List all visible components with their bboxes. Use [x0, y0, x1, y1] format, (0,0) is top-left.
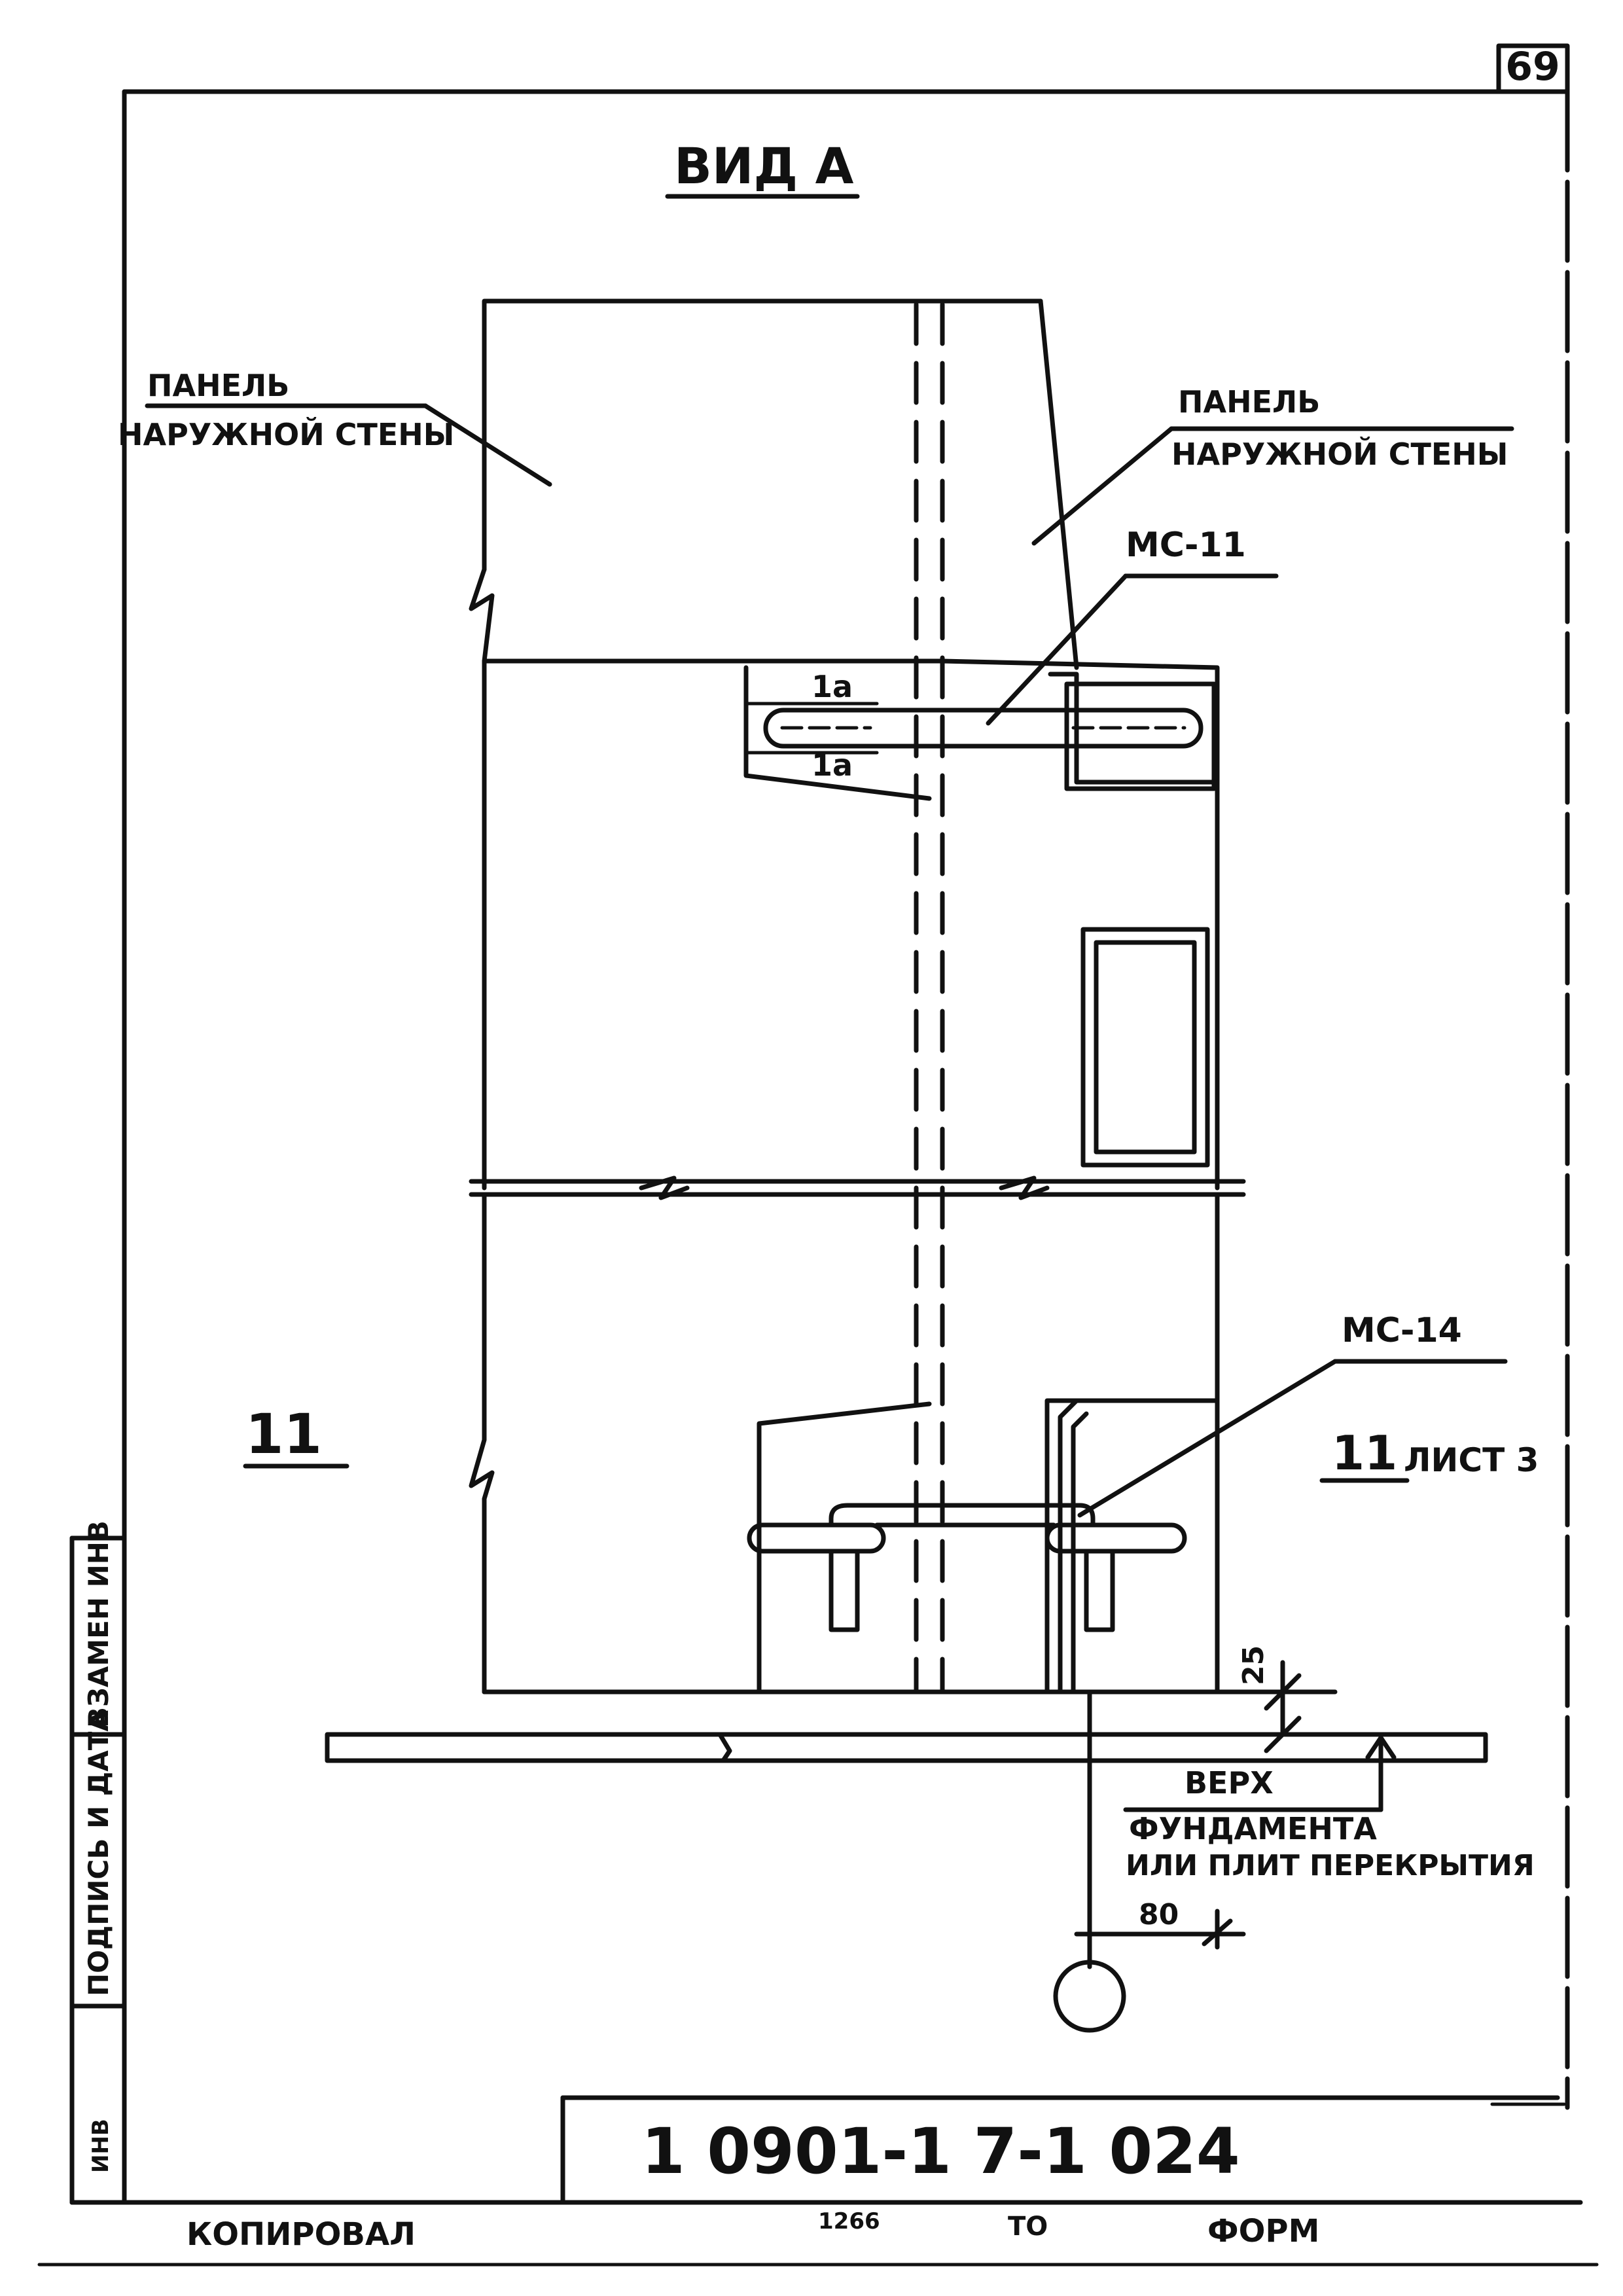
anchor-label-mc11: МС-11 — [1126, 526, 1246, 565]
sheet-number: 69 — [1505, 44, 1560, 90]
lower-panel — [469, 1192, 1220, 1695]
left-middle-panel — [482, 658, 932, 1191]
dimension-25-label: 25 — [1237, 1645, 1270, 1685]
side-label-inv: ИНВ — [88, 2119, 114, 2173]
footer-copied: КОПИРОВАЛ — [187, 2216, 416, 2253]
left-panel-label-2: НАРУЖНОЙ СТЕНЫ — [118, 417, 454, 452]
foundation-slab — [325, 1732, 1488, 1763]
mark-1a-top: 1а — [812, 669, 853, 704]
dimension-80-label: 80 — [1139, 1898, 1179, 1931]
footer-num: 1266 — [818, 2208, 880, 2234]
section-mark-right-sheet: ЛИСТ 3 — [1404, 1441, 1539, 1479]
dimension-25 — [1215, 1660, 1338, 1753]
anchor-label-mc14: МС-14 — [1342, 1311, 1462, 1350]
left-upper-panel — [469, 298, 1043, 664]
view-title: ВИД А — [674, 137, 854, 195]
anchor-mc11 — [744, 573, 1279, 755]
anchor-mc14 — [747, 1359, 1508, 1632]
left-panel-leader — [145, 403, 552, 487]
mark-1a-bottom: 1а — [812, 747, 853, 783]
window-inner — [1094, 940, 1197, 1155]
right-panel-leader — [1031, 426, 1514, 546]
right-panel-label-1: ПАНЕЛЬ — [1178, 384, 1320, 420]
side-label-replacement: ВЗАМЕН ИНВ — [82, 1520, 115, 1728]
top-label-2: ФУНДАМЕНТА — [1129, 1811, 1377, 1846]
side-label-signature: ПОДПИСЬ И ДАТА — [82, 1710, 115, 1996]
footer-format: ФОРМ — [1207, 2213, 1319, 2250]
sheet-frame — [69, 43, 1583, 2205]
foundation-top-leader — [1123, 1735, 1397, 1812]
window-outer — [1080, 927, 1210, 1168]
break-band — [469, 1175, 1246, 1200]
footer-to: ТО — [1008, 2212, 1048, 2242]
drawing-code: 1 0901-1 7-1 024 — [641, 2115, 1240, 2188]
left-panel-label-1: ПАНЕЛЬ — [147, 368, 289, 403]
axis-marker — [1053, 1689, 1246, 2033]
top-label-1: ВЕРХ — [1185, 1765, 1274, 1801]
section-mark-right: 11 — [1332, 1426, 1397, 1480]
top-label-3: ИЛИ ПЛИТ ПЕРЕКРЫТИЯ — [1126, 1849, 1535, 1882]
right-panel-label-2: НАРУЖНОЙ СТЕНЫ — [1171, 437, 1508, 472]
section-mark-left: 11 — [245, 1402, 322, 1466]
